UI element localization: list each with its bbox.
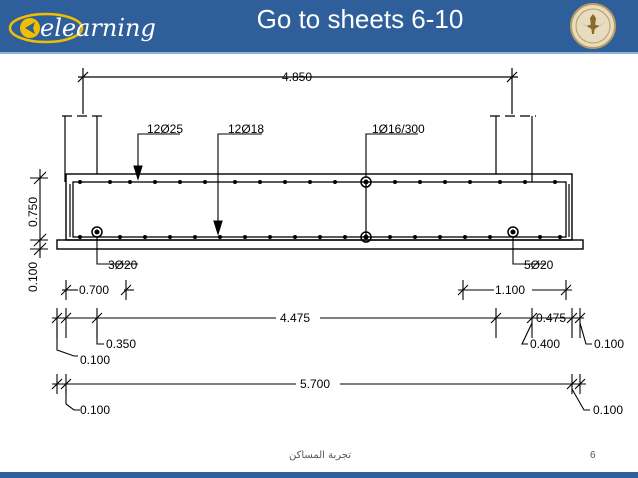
elearning-logo: elearning	[8, 12, 156, 44]
bar-label-bottom-main: 12Ø25	[147, 122, 183, 136]
slide-title: Go to sheets 6-10	[256, 4, 464, 34]
row2-right-a-dimension: 0.475	[536, 311, 566, 325]
bar-label-left-extra: 3Ø20	[108, 258, 138, 272]
row2-right-c-dimension: 0.100	[594, 337, 624, 351]
beam-reinforcement-drawing: 4.850 12Ø25 12Ø18 1Ø16/300 3Ø20 5Ø20 0.7…	[26, 68, 624, 417]
top-bar-dots	[78, 180, 557, 184]
top-dimension-label: 4.850	[282, 70, 312, 84]
slab-outline	[56, 239, 584, 250]
logo-text: elearning	[40, 14, 156, 42]
rebar-cage	[72, 181, 567, 238]
beam-depth-dimension: 0.750	[26, 197, 40, 227]
page-number: 6	[590, 450, 596, 461]
bar-label-right-extra: 5Ø20	[524, 258, 554, 272]
footer-bar	[0, 472, 638, 478]
row1-left-dimension: 0.700	[79, 283, 109, 297]
bar-label-stirrups: 1Ø16/300	[372, 122, 425, 136]
row3-left-dimension: 0.100	[80, 403, 110, 417]
header-bar	[0, 0, 638, 52]
row2-center-dimension: 4.475	[280, 311, 310, 325]
row2-right-b-dimension: 0.400	[530, 337, 560, 351]
row1-right-dimension: 1.100	[495, 283, 525, 297]
stirrup-bar-bottom	[360, 231, 372, 243]
header-stripe	[0, 52, 638, 54]
slab-thickness-dimension: 0.100	[26, 262, 40, 292]
bar-label-top-main: 12Ø18	[228, 122, 264, 136]
row3-right-dimension: 0.100	[593, 403, 623, 417]
row2-left-small-dimension: 0.100	[80, 353, 110, 367]
university-eagle-emblem-icon	[570, 3, 616, 49]
bottom-bar-dots	[78, 235, 562, 239]
footer-caption: تجربة المساكن	[288, 450, 352, 461]
row3-center-dimension: 5.700	[300, 377, 330, 391]
row2-left-dimension: 0.350	[106, 337, 136, 351]
beam-outline	[65, 173, 573, 241]
